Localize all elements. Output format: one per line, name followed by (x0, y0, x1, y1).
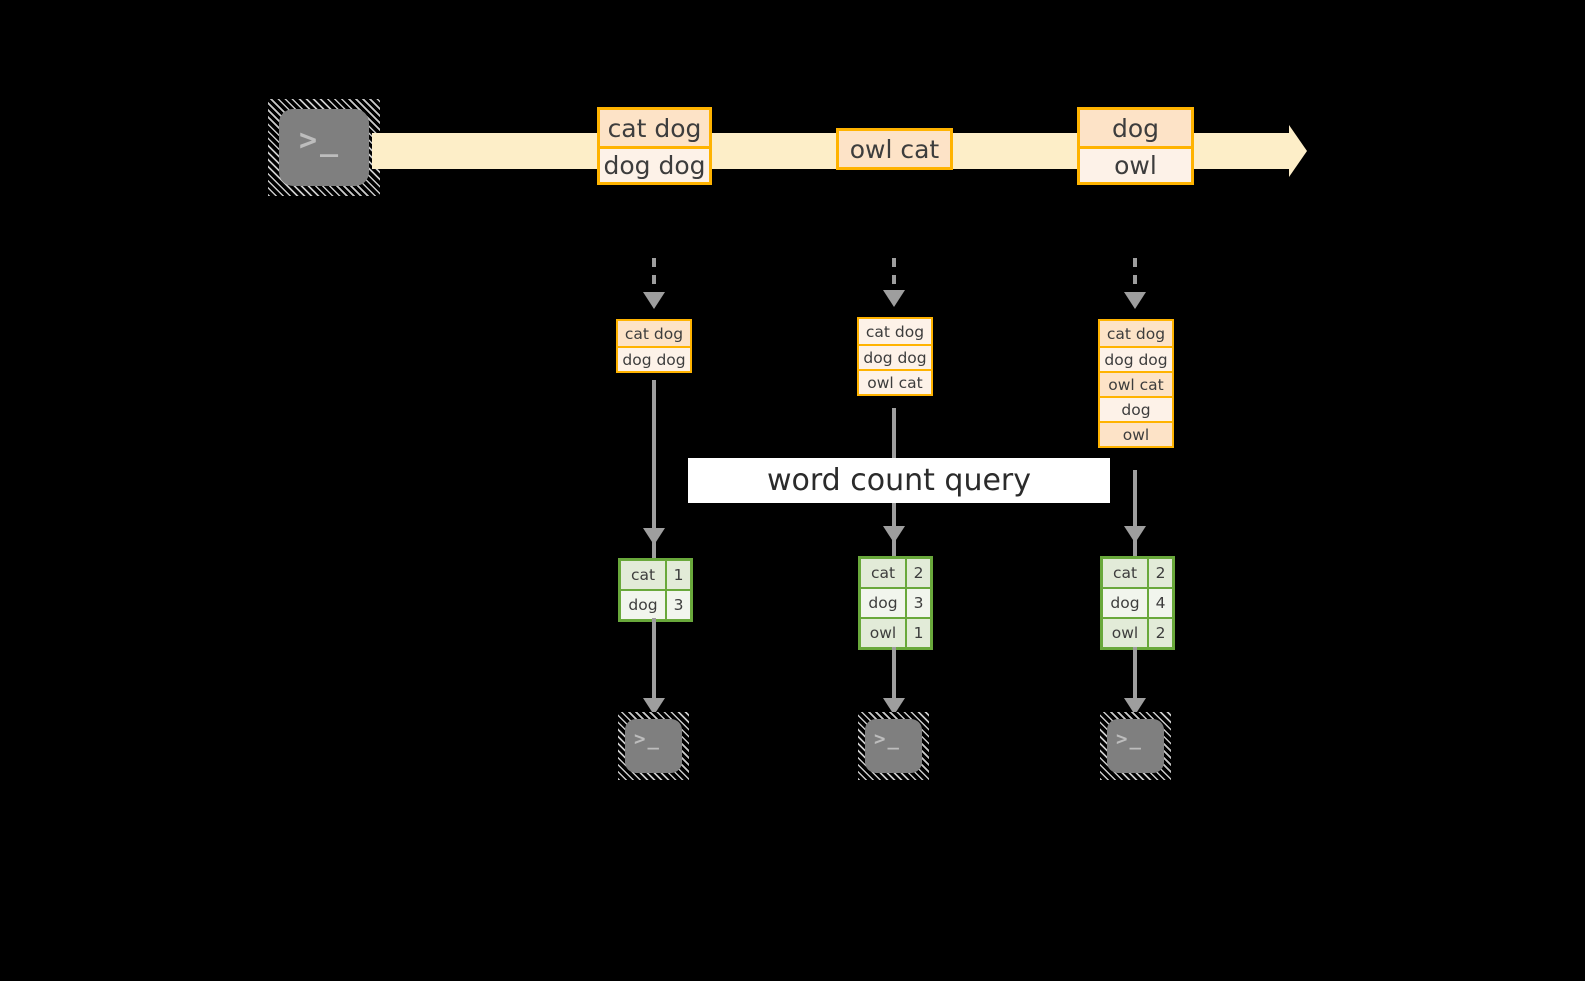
result-count: 2 (1147, 619, 1172, 647)
accumulated-line: dog dog (859, 344, 931, 369)
terminal-plate (865, 719, 922, 773)
down-arrow-icon (883, 526, 905, 543)
snapshot-tap-line-1 (652, 258, 656, 296)
accumulated-line: cat dog (859, 319, 931, 344)
terminal-prompt-glyph: >_ (874, 728, 901, 750)
accumulated-line: dog dog (618, 346, 690, 371)
table-row: owl 1 (861, 617, 930, 647)
down-arrow-icon (643, 698, 665, 715)
accumulated-line: owl cat (859, 369, 931, 394)
accumulated-line: cat dog (618, 321, 690, 346)
table-row: dog 4 (1103, 587, 1172, 617)
result-count: 4 (1147, 589, 1172, 617)
terminal-prompt-glyph: >_ (634, 728, 661, 750)
accumulated-line: owl (1100, 421, 1172, 446)
query-flow-line-1 (652, 380, 656, 561)
down-arrow-icon (1124, 698, 1146, 715)
down-arrow-icon (643, 292, 665, 309)
result-table-1: cat 1 dog 3 (618, 558, 693, 622)
accumulated-events-1: cat dog dog dog (616, 319, 692, 373)
accumulated-line: owl cat (1100, 371, 1172, 396)
down-arrow-icon (643, 528, 665, 545)
producer-terminal-icon: >_ (268, 99, 380, 196)
accumulated-events-3: cat dog dog dog owl cat dog owl (1098, 319, 1174, 448)
table-row: cat 1 (621, 561, 690, 589)
down-arrow-icon (883, 290, 905, 307)
down-arrow-icon (883, 698, 905, 715)
table-row: dog 3 (861, 587, 930, 617)
query-banner: word count query (688, 458, 1110, 503)
event-line: dog (1080, 110, 1191, 146)
terminal-plate (625, 719, 682, 773)
result-word: dog (1103, 589, 1147, 617)
result-table-2: cat 2 dog 3 owl 1 (858, 556, 933, 650)
result-count: 1 (665, 561, 690, 589)
result-count: 2 (1147, 559, 1172, 587)
result-count: 1 (905, 619, 930, 647)
table-row: owl 2 (1103, 617, 1172, 647)
down-arrow-icon (1124, 292, 1146, 309)
terminal-plate (1107, 719, 1164, 773)
result-word: owl (861, 619, 905, 647)
result-count: 2 (905, 559, 930, 587)
stream-arrowhead-icon (1289, 125, 1307, 177)
event-line: owl (1080, 146, 1191, 182)
consumer-terminal-icon-3: >_ (1100, 712, 1171, 780)
terminal-prompt-glyph: >_ (299, 123, 342, 158)
table-row: dog 3 (621, 589, 690, 619)
result-table-3: cat 2 dog 4 owl 2 (1100, 556, 1175, 650)
stream-event-batch-2: owl cat (836, 128, 953, 170)
stream-event-batch-1: cat dog dog dog (597, 107, 712, 185)
consumer-terminal-icon-1: >_ (618, 712, 689, 780)
result-word: cat (1103, 559, 1147, 587)
result-output-line-1 (652, 618, 656, 711)
result-count: 3 (665, 591, 690, 619)
result-word: dog (861, 589, 905, 617)
result-word: owl (1103, 619, 1147, 647)
snapshot-tap-line-3 (1133, 258, 1137, 296)
terminal-prompt-glyph: >_ (1116, 728, 1143, 750)
accumulated-line: dog (1100, 396, 1172, 421)
result-word: cat (621, 561, 665, 589)
result-output-line-2 (892, 647, 896, 711)
result-count: 3 (905, 589, 930, 617)
result-word: dog (621, 591, 665, 619)
snapshot-tap-line-2 (892, 258, 896, 294)
result-output-line-3 (1133, 647, 1137, 711)
query-flow-line-3 (1133, 470, 1137, 559)
query-banner-label: word count query (766, 463, 1032, 498)
accumulated-line: dog dog (1100, 346, 1172, 371)
table-row: cat 2 (1103, 559, 1172, 587)
table-row: cat 2 (861, 559, 930, 587)
event-line: owl cat (839, 131, 950, 167)
event-line: cat dog (600, 110, 709, 146)
stream-event-batch-3: dog owl (1077, 107, 1194, 185)
result-word: cat (861, 559, 905, 587)
consumer-terminal-icon-2: >_ (858, 712, 929, 780)
down-arrow-icon (1124, 526, 1146, 543)
accumulated-line: cat dog (1100, 321, 1172, 346)
event-line: dog dog (600, 146, 709, 182)
accumulated-events-2: cat dog dog dog owl cat (857, 317, 933, 396)
terminal-plate (279, 109, 369, 186)
